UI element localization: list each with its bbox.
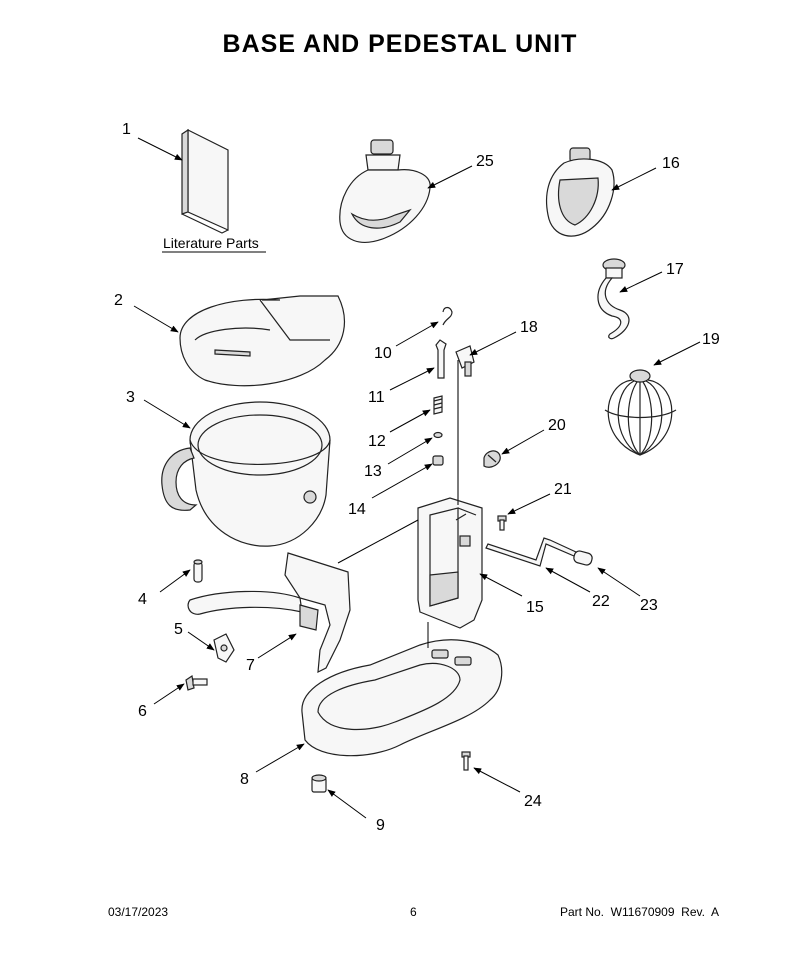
callout-arrow-13 <box>387 437 433 465</box>
callout-arrow-7 <box>257 633 297 659</box>
callout-arrow-5 <box>187 631 215 651</box>
bowl-lift-lever-part <box>455 345 475 377</box>
callout-arrow-6 <box>153 683 185 705</box>
callout-21: 21 <box>554 481 572 498</box>
callout-17: 17 <box>666 261 684 278</box>
callout-arrow-22 <box>545 567 591 593</box>
flat-beater-part <box>339 139 431 243</box>
callout-16: 16 <box>662 155 680 172</box>
nut-part <box>432 455 444 466</box>
callout-3: 3 <box>126 389 135 406</box>
callout-8: 8 <box>240 771 249 788</box>
mixing-bowl-part <box>161 401 331 547</box>
bowl-clip-part <box>213 633 235 663</box>
bowl-pin-part <box>193 559 203 583</box>
callout-arrow-15 <box>479 573 523 597</box>
literature-parts-booklet <box>181 128 229 234</box>
callout-arrow-18 <box>469 331 517 356</box>
wire-whip-part <box>604 369 677 456</box>
callout-arrow-9 <box>327 789 367 819</box>
screw-24-part <box>461 751 471 771</box>
callout-arrow-21 <box>507 493 551 515</box>
screw-21-part <box>497 515 507 531</box>
callout-arrow-3 <box>143 399 191 429</box>
washer-part <box>433 431 443 439</box>
lift-rod-part <box>435 339 447 379</box>
callout-arrow-23 <box>597 567 641 597</box>
callout-arrow-14 <box>371 463 433 499</box>
callout-11: 11 <box>368 389 385 406</box>
bushing-part <box>573 550 593 566</box>
callout-13: 13 <box>364 463 382 480</box>
callout-18: 18 <box>520 319 538 336</box>
literature-parts-label: Literature Parts <box>163 235 259 251</box>
mixer-base-part <box>301 639 503 757</box>
bowl-lift-knob-part <box>483 450 501 468</box>
callout-arrow-4 <box>159 569 191 593</box>
page-title: BASE AND PEDESTAL UNIT <box>222 30 578 58</box>
callout-arrow-24 <box>473 767 521 793</box>
crank-shaft-part <box>485 537 577 567</box>
callout-5: 5 <box>174 621 183 638</box>
callout-9: 9 <box>376 817 385 834</box>
assembly-guide-line <box>337 519 419 564</box>
callout-arrow-10 <box>395 321 439 347</box>
callout-25: 25 <box>476 153 494 170</box>
footer-part-number: Part No. W11670909 Rev. A <box>560 905 719 919</box>
pedestal-column-part <box>417 360 483 629</box>
callout-arrow-20 <box>501 429 545 455</box>
callout-10: 10 <box>374 345 392 362</box>
callout-arrow-11 <box>389 367 435 391</box>
coated-flat-beater-part <box>545 147 615 237</box>
callout-arrow-19 <box>653 341 701 366</box>
callout-7: 7 <box>246 657 255 674</box>
callout-arrow-8 <box>255 743 305 773</box>
footer-date: 03/17/2023 <box>108 905 169 919</box>
callout-4: 4 <box>138 591 147 608</box>
dough-hook-part <box>597 258 630 340</box>
callout-arrow-1 <box>137 137 183 161</box>
footer-page-number: 6 <box>410 905 417 919</box>
pouring-shield-part <box>179 295 346 387</box>
callout-19: 19 <box>702 331 720 348</box>
callout-arrow-2 <box>133 305 179 333</box>
callout-12: 12 <box>368 433 386 450</box>
rubber-foot-part <box>311 774 327 793</box>
callout-arrow-25 <box>427 165 473 189</box>
callout-6: 6 <box>138 703 147 720</box>
screw-6-part <box>185 674 208 691</box>
callout-20: 20 <box>548 417 566 434</box>
callout-23: 23 <box>640 597 658 614</box>
callout-24: 24 <box>524 793 542 810</box>
callout-1: 1 <box>122 121 131 138</box>
callout-22: 22 <box>592 593 610 610</box>
callout-14: 14 <box>348 501 366 518</box>
callout-2: 2 <box>114 292 123 309</box>
callout-arrow-12 <box>389 409 431 433</box>
spring-part <box>433 395 443 415</box>
retaining-clip-part <box>442 306 453 326</box>
callout-arrow-16 <box>611 167 657 191</box>
callout-arrow-17 <box>619 271 663 293</box>
callout-15: 15 <box>526 599 544 616</box>
bowl-lift-arm-part <box>187 552 351 674</box>
